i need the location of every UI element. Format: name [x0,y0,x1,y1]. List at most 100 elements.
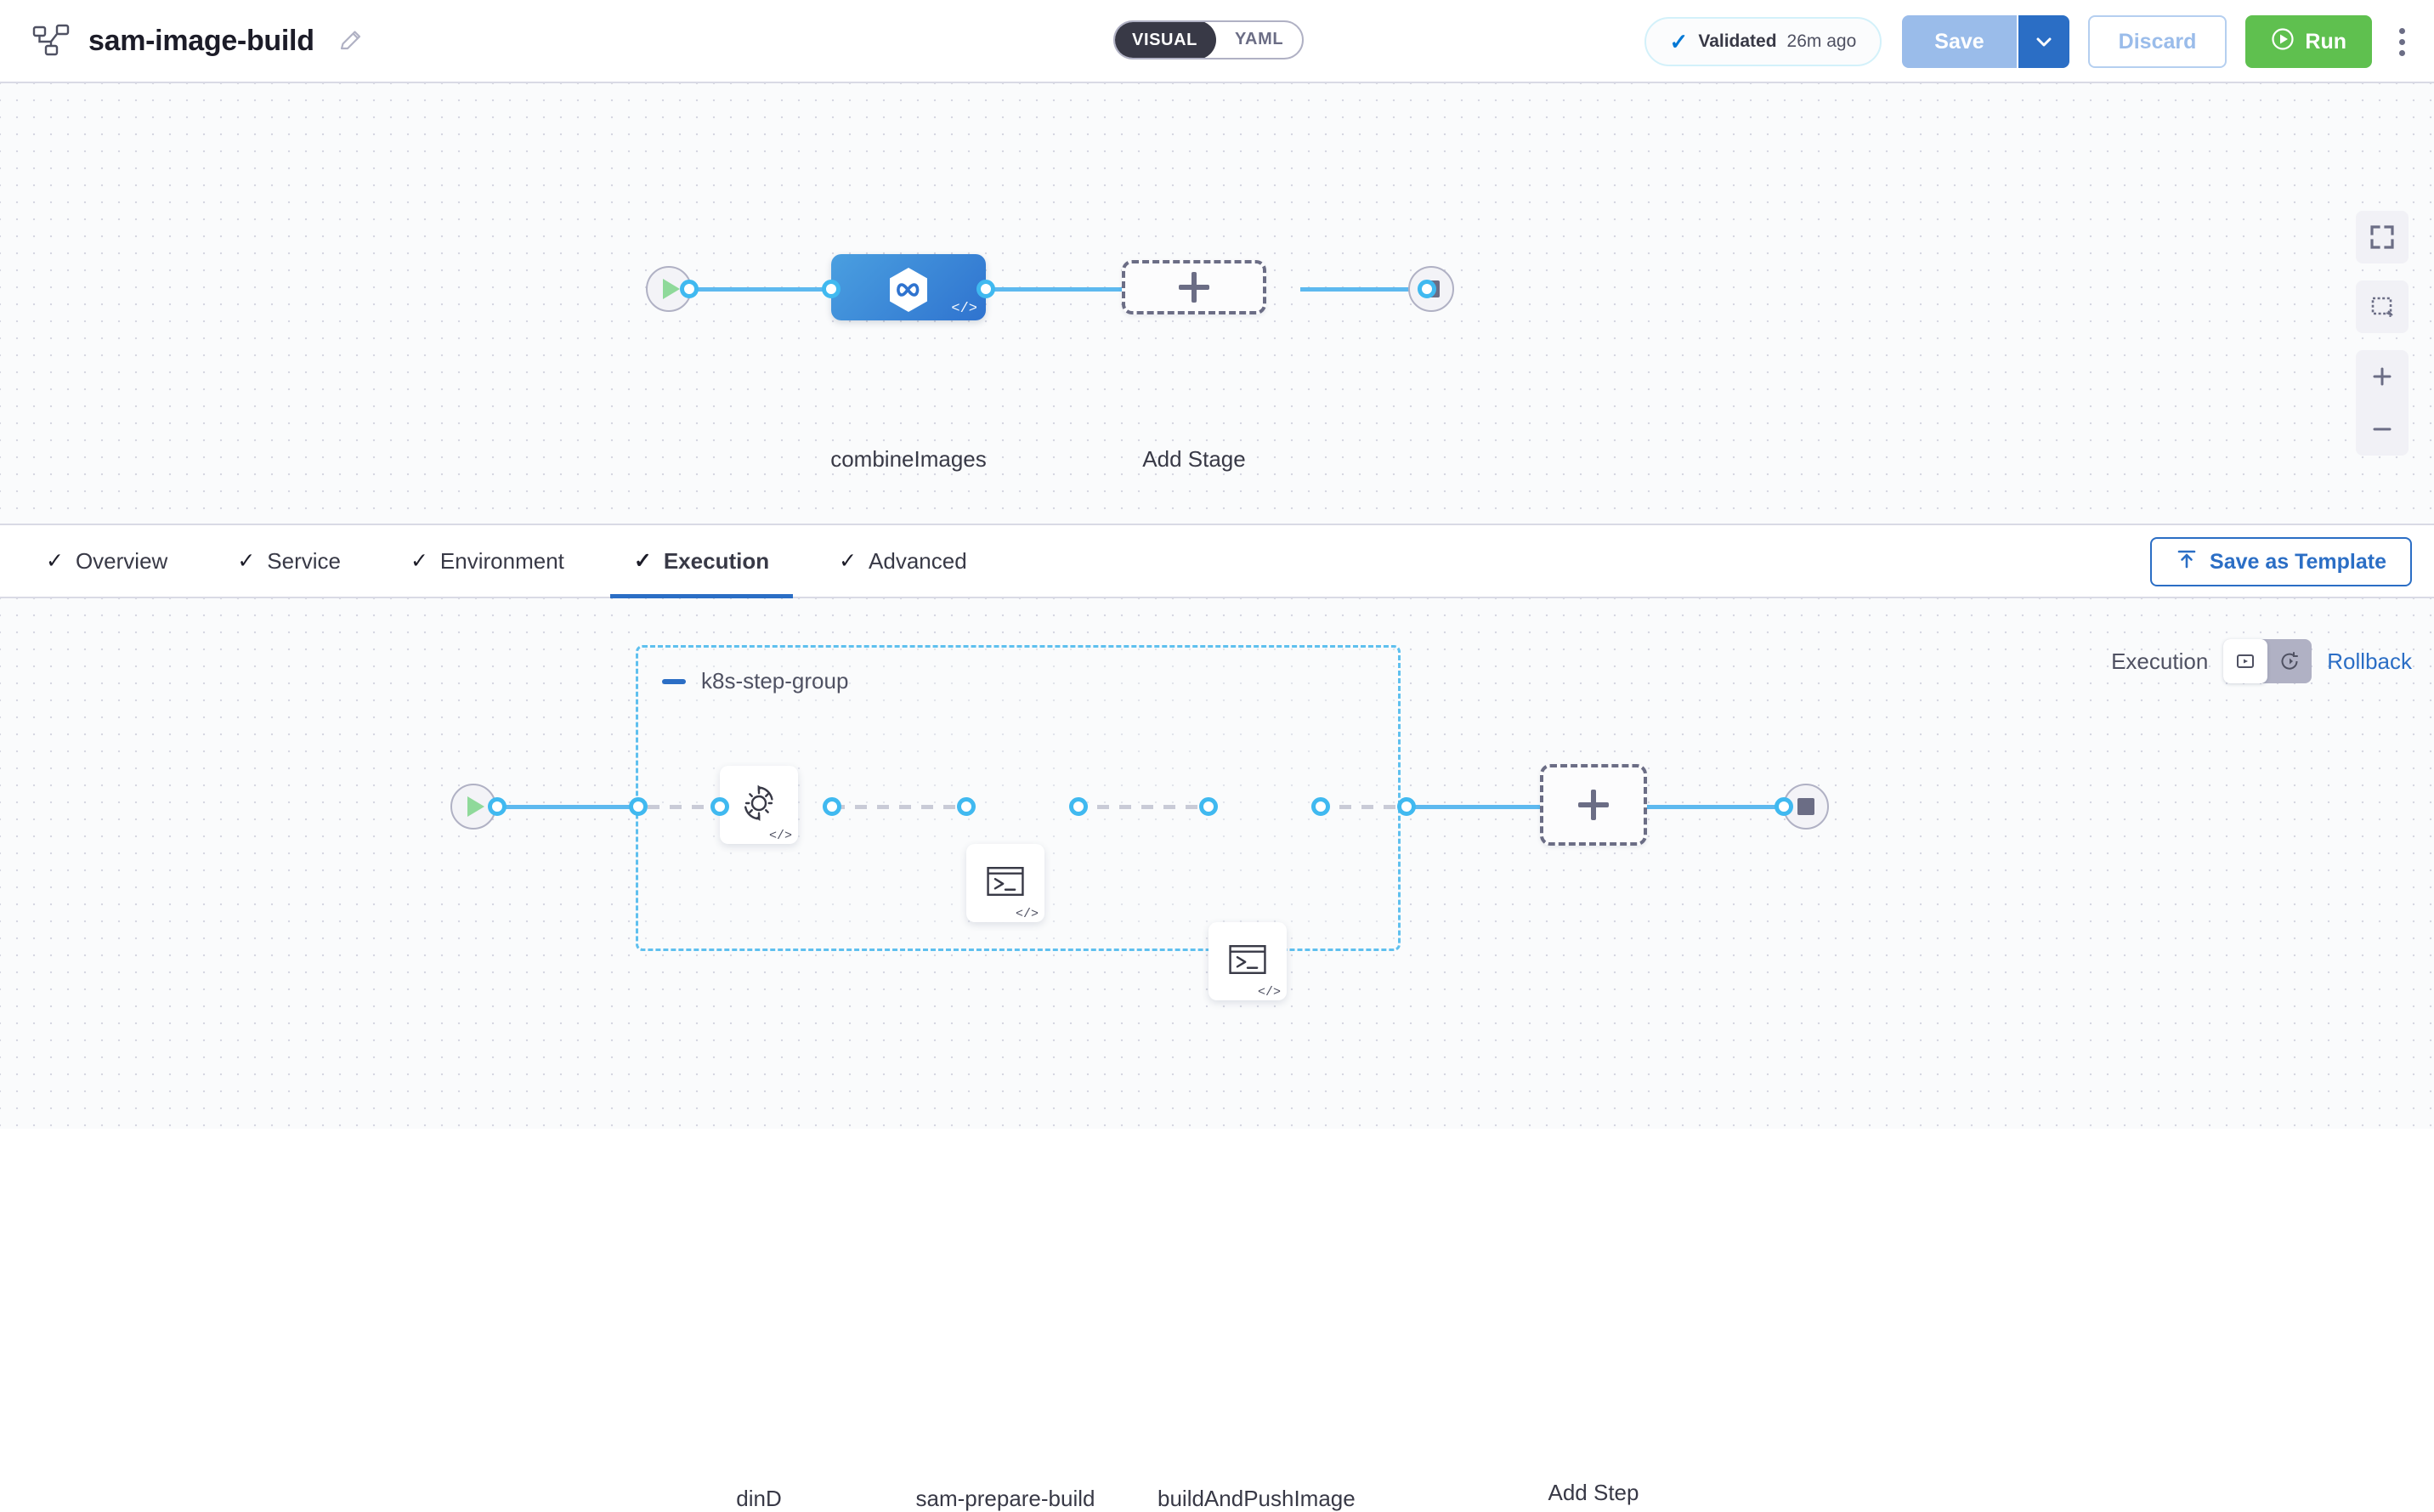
status-badge-validated: ✓ Validated 26m ago [1644,17,1882,66]
connector-stage-to-addstage [994,287,1122,292]
stage-label-combineimages: combineImages [830,446,987,472]
minus-icon[interactable] [662,678,686,684]
plus-icon [1179,272,1209,303]
connector-samprepare-to-buildpush [1075,805,1211,809]
harness-infinity-icon [885,266,932,318]
port-group-out[interactable] [1397,797,1416,816]
save-button-group[interactable]: Save [1902,15,2069,68]
play-icon [662,279,680,299]
kebab-menu-icon[interactable] [2392,20,2412,65]
tab-overview[interactable]: ✓ Overview [22,524,191,597]
port-dind-in[interactable] [710,797,729,816]
zoom-controls[interactable] [2356,350,2409,456]
tab-execution[interactable]: ✓ Execution [609,524,794,599]
tab-label: Service [267,547,341,574]
terminal-icon [983,859,1027,908]
stage-canvas[interactable]: </> Add Stage combineImages [0,83,2434,524]
step-node-dind[interactable]: </> [720,766,798,844]
selection-box-icon[interactable] [2356,280,2409,333]
stage-config-tabs[interactable]: ✓ Overview ✓ Service ✓ Environment ✓ Exe… [0,524,2434,599]
step-label-sam-prepare-build: sam-prepare-build [915,1486,1095,1511]
check-icon: ✓ [237,548,256,573]
run-button-label: Run [2305,29,2346,54]
view-mode-toggle[interactable]: VISUAL YAML [1113,20,1305,59]
add-step-label: Add Step [1548,1480,1639,1505]
connector-group-to-dind [648,805,722,809]
port-stage-in[interactable] [822,280,841,298]
connector-addstep-to-end [1644,805,1789,809]
pencil-icon[interactable] [338,28,364,54]
zoom-out-icon[interactable] [2356,403,2409,456]
add-step-button[interactable] [1540,764,1647,846]
port-buildpush-out[interactable] [1311,797,1330,816]
port-dind-out[interactable] [823,797,841,816]
code-badge-icon: </> [768,829,792,843]
stage-node-combineimages[interactable]: </> [831,254,986,320]
execution-play-box-icon[interactable] [2223,639,2268,683]
tab-service[interactable]: ✓ Service [213,524,365,597]
zoom-in-icon[interactable] [2356,350,2409,403]
save-as-template-label: Save as Template [2210,549,2386,574]
view-toggle-yaml[interactable]: YAML [1234,30,1284,48]
header-actions: ✓ Validated 26m ago Save Discard Run [1644,0,2412,83]
port-buildpush-in[interactable] [1199,797,1218,816]
execution-canvas[interactable]: Execution Rollback [0,598,2434,1511]
connector-start-to-stage [671,287,833,292]
mode-toggle[interactable] [2223,639,2312,683]
save-button[interactable]: Save [1902,15,2017,68]
execution-rollback-switch[interactable]: Execution Rollback [2111,639,2412,683]
port-exec-end-in[interactable] [1775,797,1793,816]
step-group-title: k8s-step-group [701,668,849,694]
rollback-rotate-icon[interactable] [2267,639,2312,683]
check-icon: ✓ [633,548,652,573]
discard-button[interactable]: Discard [2087,15,2227,68]
tab-advanced[interactable]: ✓ Advanced [815,524,991,597]
canvas-controls[interactable] [2356,211,2409,456]
port-samprepare-in[interactable] [957,797,976,816]
rollback-mode-label: Rollback [2327,648,2412,674]
terminal-icon [1225,937,1270,986]
chevron-down-icon[interactable] [2016,15,2069,68]
validated-timestamp: 26m ago [1786,31,1857,51]
add-stage-button[interactable] [1122,260,1266,314]
tab-label: Advanced [869,547,967,574]
port-group-in[interactable] [629,797,648,816]
tab-label: Overview [75,547,168,574]
page-title: sam-image-build [88,24,314,57]
port-start-out[interactable] [680,280,699,298]
validated-label: Validated [1698,31,1777,51]
check-icon: ✓ [839,548,858,573]
step-label-dind: dinD [736,1486,782,1511]
add-stage-label: Add Stage [1142,446,1246,472]
step-node-sam-prepare-build[interactable]: </> [966,844,1044,922]
connector-addstage-to-end [1300,287,1428,292]
run-button[interactable]: Run [2245,15,2372,68]
port-samprepare-out[interactable] [1069,797,1088,816]
plus-icon [1578,790,1609,820]
pipeline-nodes-icon [32,24,70,58]
check-icon: ✓ [410,548,428,573]
tab-environment[interactable]: ✓ Environment [387,524,588,597]
view-toggle-visual[interactable]: VISUAL [1115,22,1216,58]
connector-start-to-group [489,805,642,809]
port-stage-out[interactable] [976,280,995,298]
tab-label: Execution [663,547,770,574]
app-header: sam-image-build VISUAL YAML ✓ Validated … [0,0,2434,83]
save-as-template-button[interactable]: Save as Template [2150,537,2412,586]
play-icon [467,796,484,817]
port-end-in[interactable] [1418,280,1436,298]
template-upload-icon [2176,548,2198,576]
connector-buildpush-to-groupexit [1317,805,1398,809]
execution-mode-label: Execution [2111,648,2209,674]
connector-group-to-addstep [1407,805,1542,809]
step-node-buildandpushimage[interactable]: </> [1209,922,1287,1000]
step-group-header[interactable]: k8s-step-group [662,668,848,694]
check-icon: ✓ [1669,29,1689,54]
fit-to-screen-icon[interactable] [2356,211,2409,263]
code-badge-icon: </> [1015,907,1039,921]
play-circle-icon [2271,27,2295,57]
port-exec-start-out[interactable] [488,797,507,816]
gear-sync-icon [736,780,782,830]
check-icon: ✓ [46,548,64,573]
code-badge-icon: </> [951,301,977,317]
